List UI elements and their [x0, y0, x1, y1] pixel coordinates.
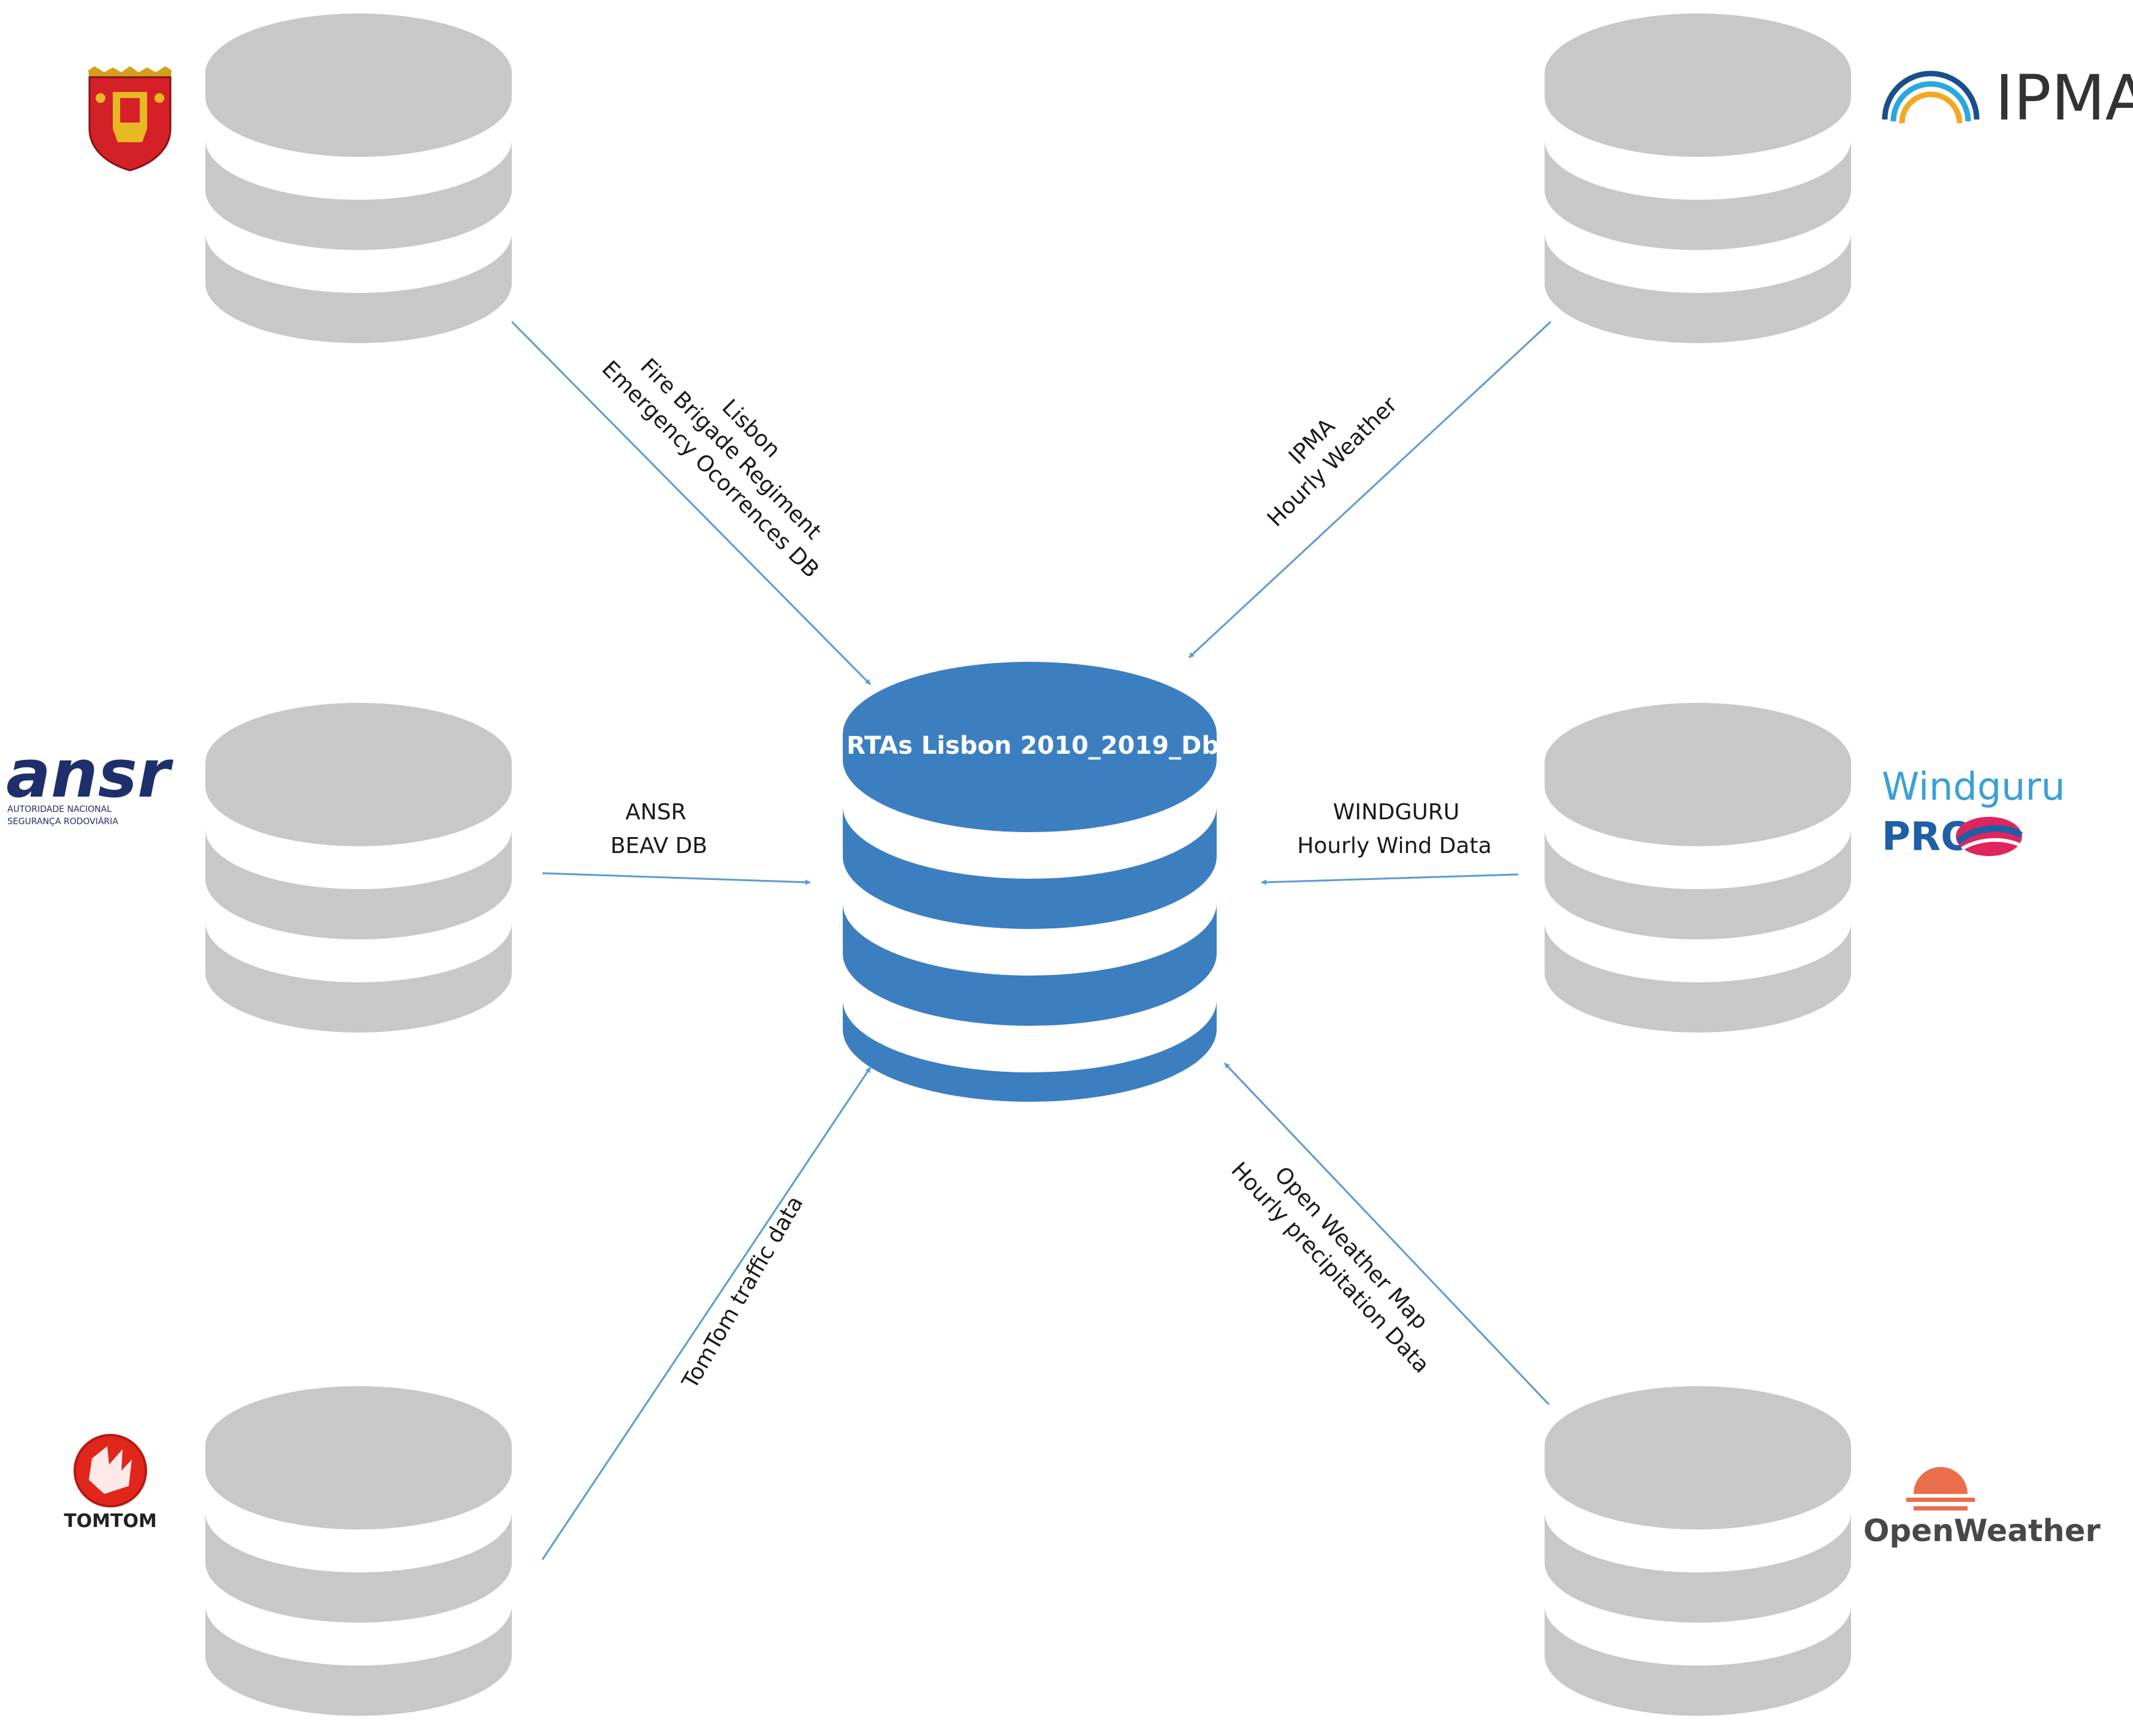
ansr-logo-text: ansr — [6, 736, 173, 813]
db-fire-brigade — [205, 13, 512, 343]
openweather-logo: OpenWeather — [1863, 1467, 2101, 1548]
label-openweather-line2: Hourly precipitation Data — [1226, 1158, 1434, 1378]
label-windguru: WINDGURU Hourly Wind Data — [1297, 800, 1491, 859]
central-db-title: RTAs Lisbon 2010_2019_Db — [846, 732, 1219, 760]
tomtom-logo-text: TOMTOM — [64, 1510, 157, 1532]
db-tomtom — [205, 1386, 512, 1716]
ipma-logo: IPMA — [1882, 62, 2133, 135]
arrows — [511, 320, 1552, 1560]
windguru-logo-text: Windguru — [1882, 764, 2065, 809]
windguru-logo: Windguru PRO — [1882, 764, 2065, 860]
ansr-logo-sub2: SEGURANÇA RODOVIÁRIA — [7, 816, 118, 827]
label-ipma-line2: Hourly Weather — [1263, 392, 1402, 532]
label-windguru-line2: Hourly Wind Data — [1297, 833, 1491, 859]
db-ipma — [1545, 13, 1851, 343]
label-ansr: ANSR BEAV DB — [610, 800, 707, 859]
arrow-ansr — [542, 872, 811, 885]
arrow-fire-brigade — [511, 320, 872, 686]
windguru-swirl-icon — [1956, 817, 2023, 856]
ansr-logo-sub1: AUTORIDADE NACIONAL — [7, 805, 112, 814]
db-ansr — [205, 703, 512, 1033]
central-db: RTAs Lisbon 2010_2019_Db — [843, 662, 1219, 1102]
label-windguru-line1: WINDGURU — [1333, 800, 1459, 825]
ipma-logo-text: IPMA — [1995, 62, 2133, 135]
label-tomtom-line1: TomTom traffic data — [677, 1192, 808, 1393]
arrow-openweather — [1223, 1062, 1550, 1406]
label-tomtom: TomTom traffic data — [677, 1192, 808, 1393]
openweather-logo-text: OpenWeather — [1863, 1513, 2101, 1548]
label-ansr-line1: ANSR — [625, 800, 686, 825]
label-openweather: Open Weather Map Hourly precipitation Da… — [1226, 1158, 1434, 1378]
db-openweather — [1545, 1386, 1851, 1716]
arrow-tomtom — [541, 1067, 872, 1560]
arrow-windguru — [1261, 873, 1519, 885]
arrow-ipma — [1188, 320, 1552, 659]
db-windguru — [1545, 703, 1851, 1033]
label-ansr-line2: BEAV DB — [610, 833, 707, 859]
label-fire-brigade-line2: Fire Brigade Regiment — [635, 354, 826, 544]
ansr-logo: ansr AUTORIDADE NACIONAL SEGURANÇA RODOV… — [6, 736, 173, 827]
label-ipma: IPMA Hourly Weather — [1263, 392, 1402, 532]
label-fire-brigade-line3: Emergency Ocorrences DB — [597, 356, 824, 583]
tomtom-logo: TOMTOM — [64, 1434, 157, 1532]
lisbon-coat-of-arms-icon — [88, 66, 172, 172]
